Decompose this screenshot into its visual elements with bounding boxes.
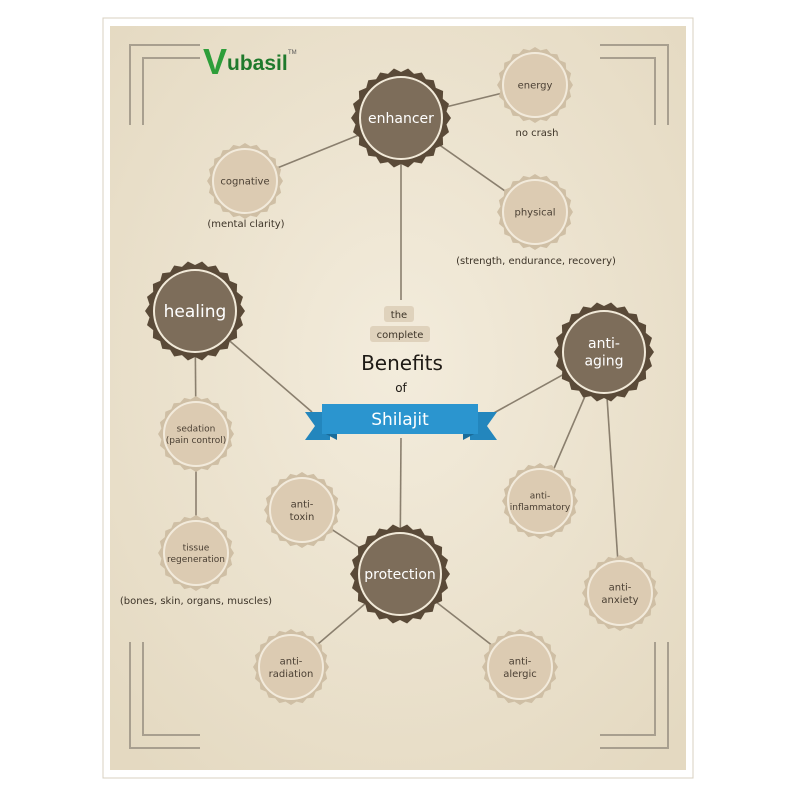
node-label-line: regeneration (167, 555, 225, 565)
title-pill-the (384, 306, 414, 322)
benefit-nodes: enhancer healing anti-aging protection energ… (145, 47, 658, 705)
hub-badge-face (562, 310, 646, 394)
node-label-line: inflammatory (510, 503, 571, 513)
leaf-badge-face (269, 477, 335, 543)
leaf-badge-face (258, 634, 324, 700)
benefit-node-anti-alergic: anti-alergic (482, 629, 558, 705)
node-label-line: anti- (609, 582, 632, 593)
hub-badge-face (359, 76, 443, 160)
benefit-node-energy: energy (497, 47, 573, 123)
node-label-line: energy (518, 81, 553, 92)
benefit-node-cognative: cognative (207, 143, 283, 219)
benefit-node-anti-anxiety: anti-anxiety (582, 555, 658, 631)
caption-mental-clarity: (mental clarity) (207, 219, 284, 230)
title-the: the (391, 310, 407, 321)
hub-node-protection: protection (350, 524, 450, 624)
node-label-line: toxin (290, 512, 315, 523)
node-label-line: anxiety (601, 595, 638, 606)
corner-frame-bottom-right-inner (600, 642, 656, 736)
node-label-line: healing (164, 302, 227, 322)
ribbon-band (322, 404, 478, 434)
leaf-badge-face (212, 148, 278, 214)
leaf-badge-face (502, 52, 568, 118)
node-label-line: anti- (280, 656, 303, 667)
node-label-line: anti- (588, 336, 620, 352)
title-block: the complete Benefits of Shilajit (305, 306, 497, 440)
corner-frame-bottom-left-inner (142, 642, 200, 736)
title-complete: complete (377, 330, 424, 341)
benefit-node-physical: physical (497, 174, 573, 250)
title-pill-complete (370, 326, 430, 342)
node-label-line: radiation (269, 669, 314, 680)
title-benefits: Benefits (361, 351, 443, 375)
hub-node-enhancer: enhancer (351, 68, 451, 168)
node-label-line: (pain control) (166, 436, 227, 446)
leaf-badge-face (507, 468, 573, 534)
node-label-line: protection (364, 567, 436, 583)
benefit-node-anti-inflammatory: anti-inflammatory (502, 463, 578, 539)
node-label-line: physical (515, 208, 556, 219)
node-label-line: cognative (220, 177, 269, 188)
logo-letter: V (203, 41, 227, 82)
corner-frame-top-right-inner (600, 57, 656, 125)
node-label-line: aging (584, 354, 623, 370)
caption-strength: (strength, endurance, recovery) (456, 256, 616, 267)
leaf-badge-face (487, 634, 553, 700)
node-label-line: tissue (183, 544, 210, 554)
brand-logo: V ubasil TM (203, 41, 297, 82)
caption-no-crash: no crash (516, 128, 559, 139)
hub-node-anti-aging: anti-aging (554, 302, 654, 402)
corner-frame-top-left (129, 44, 200, 125)
corner-frame-bottom-left (129, 642, 200, 749)
corner-frames (129, 44, 669, 749)
leaf-badge-face (163, 401, 229, 467)
benefit-captions: no crash (mental clarity) (strength, endur… (120, 128, 616, 607)
leaf-badge-face (163, 520, 229, 586)
benefit-node-anti-radiation: anti-radiation (253, 629, 329, 705)
title-of: of (395, 381, 407, 395)
benefit-node-sedation: sedation(pain control) (158, 396, 234, 472)
node-label-line: enhancer (368, 111, 434, 127)
node-label-line: sedation (177, 425, 216, 435)
logo-wordmark: ubasil (227, 52, 288, 75)
logo-trademark: TM (288, 50, 297, 56)
benefit-node-anti-toxin: anti-toxin (264, 472, 340, 548)
leaf-badge-face (502, 179, 568, 245)
caption-bones: (bones, skin, organs, muscles) (120, 596, 272, 607)
node-label-line: anti- (291, 499, 314, 510)
corner-frame-top-right (600, 44, 669, 125)
ribbon-title-shilajit: Shilajit (371, 410, 429, 430)
hub-badge-face (153, 269, 237, 353)
hub-badge-face (358, 532, 442, 616)
hub-node-healing: healing (145, 261, 245, 361)
node-label-line: anti- (530, 492, 551, 502)
corner-frame-bottom-right (600, 642, 669, 749)
corner-frame-top-left-inner (142, 57, 200, 125)
node-label-line: anti- (509, 656, 532, 667)
leaf-badge-face (587, 560, 653, 626)
node-label-line: alergic (503, 669, 537, 680)
